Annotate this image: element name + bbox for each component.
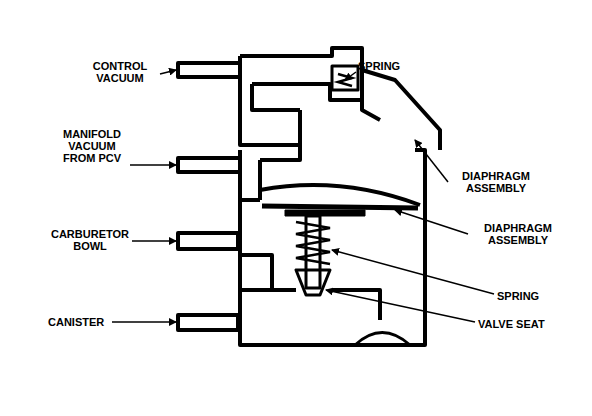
part-label: DIAPHRAGM ASSEMBLY xyxy=(450,170,542,194)
part-label: CANISTER xyxy=(48,316,104,328)
part-label: SPRING xyxy=(358,60,400,72)
part-label: CONTROL VACUUM xyxy=(80,60,160,84)
part-label: CARBURETOR BOWL xyxy=(50,228,130,252)
part-label: SPRING xyxy=(497,290,539,302)
part-label: MANIFOLD VACUUM FROM PCV xyxy=(56,128,128,164)
part-label: VALVE SEAT xyxy=(478,318,545,330)
part-label: DIAPHRAGM ASSEMBLY xyxy=(472,222,564,246)
